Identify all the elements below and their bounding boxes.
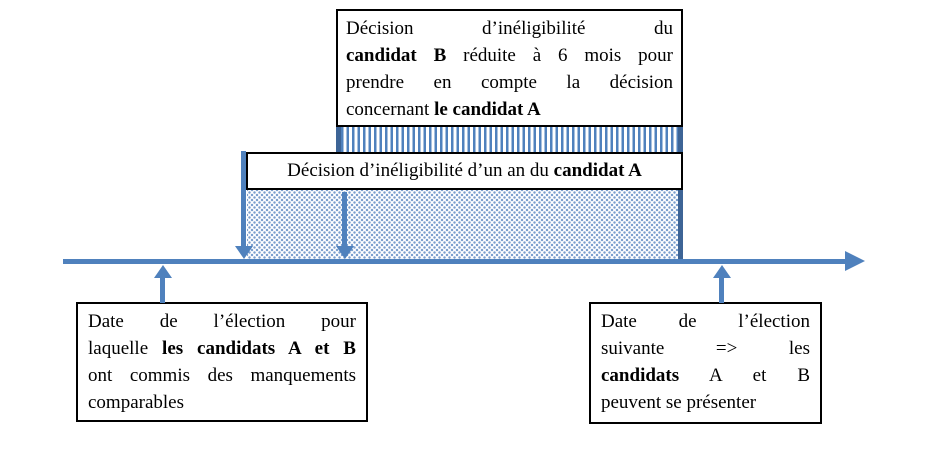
down-arrow-left-icon bbox=[235, 151, 253, 259]
text-line: candidat B réduite à 6 mois pour bbox=[346, 42, 673, 69]
timeline-arrowhead-icon bbox=[845, 251, 865, 271]
text-line: comparables bbox=[88, 389, 356, 416]
arrow-head bbox=[235, 246, 253, 259]
text-line: ont commis des manquements bbox=[88, 362, 356, 389]
text-line: Décision d’inéligibilité du bbox=[346, 15, 673, 42]
text-line: Date de l’élection bbox=[601, 308, 810, 335]
text-segment-bold: candidat A bbox=[553, 160, 642, 181]
arrow-shaft bbox=[160, 276, 165, 303]
text-line: peuvent se présenter bbox=[601, 389, 810, 416]
text-segment-bold: les candidats A et B bbox=[162, 338, 356, 359]
down-arrow-mid-icon bbox=[336, 192, 354, 259]
decision-candidate-b-box: Décision d’inéligibilité du candidat B r… bbox=[336, 9, 683, 127]
text-segment: Date de l’élection bbox=[601, 311, 810, 332]
text-segment: peuvent se présenter bbox=[601, 392, 757, 413]
text-segment-bold: le candidat A bbox=[434, 99, 541, 120]
text-line: laquelle les candidats A et B bbox=[88, 335, 356, 362]
text-segment: Décision d’inéligibilité du bbox=[346, 18, 673, 39]
text-segment: Décision d’inéligibilité d’un an du bbox=[287, 160, 554, 181]
text-segment: suivante => les bbox=[601, 338, 810, 359]
up-arrow-left-icon bbox=[154, 265, 172, 303]
text-segment: laquelle bbox=[88, 338, 163, 359]
dotted-period-bar bbox=[247, 190, 683, 259]
text-segment: ont commis des manquements bbox=[88, 365, 356, 386]
text-segment: A et B bbox=[679, 365, 810, 386]
text-segment-bold: candidat B bbox=[346, 45, 447, 66]
text-line: suivante => les bbox=[601, 335, 810, 362]
arrow-shaft bbox=[241, 151, 246, 248]
election-date-left-box: Date de l’élection pour laquelle les can… bbox=[76, 302, 368, 422]
arrow-head bbox=[336, 246, 354, 259]
election-date-right-box: Date de l’élection suivante => les candi… bbox=[589, 302, 822, 424]
decision-candidate-a-box: Décision d’inéligibilité d’un an du cand… bbox=[246, 152, 683, 190]
arrow-head bbox=[154, 265, 172, 278]
text-line: concernant le candidat A bbox=[346, 96, 673, 123]
text-line: prendre en compte la décision bbox=[346, 69, 673, 96]
up-arrow-right-icon bbox=[713, 265, 731, 303]
text-segment: Date de l’élection pour bbox=[88, 311, 356, 332]
arrow-shaft bbox=[342, 192, 347, 248]
hatched-period-bar bbox=[336, 127, 683, 152]
text-segment: réduite à 6 mois pour bbox=[446, 45, 673, 66]
arrow-head bbox=[713, 265, 731, 278]
text-segment-bold: candidats bbox=[601, 365, 680, 386]
text-line: Date de l’élection pour bbox=[88, 308, 356, 335]
text-segment: comparables bbox=[88, 392, 185, 413]
text-segment: concernant bbox=[346, 99, 435, 120]
arrow-shaft bbox=[719, 276, 724, 303]
timeline-axis bbox=[63, 259, 845, 264]
text-segment: prendre en compte la décision bbox=[346, 72, 673, 93]
text-line: candidats A et B bbox=[601, 362, 810, 389]
